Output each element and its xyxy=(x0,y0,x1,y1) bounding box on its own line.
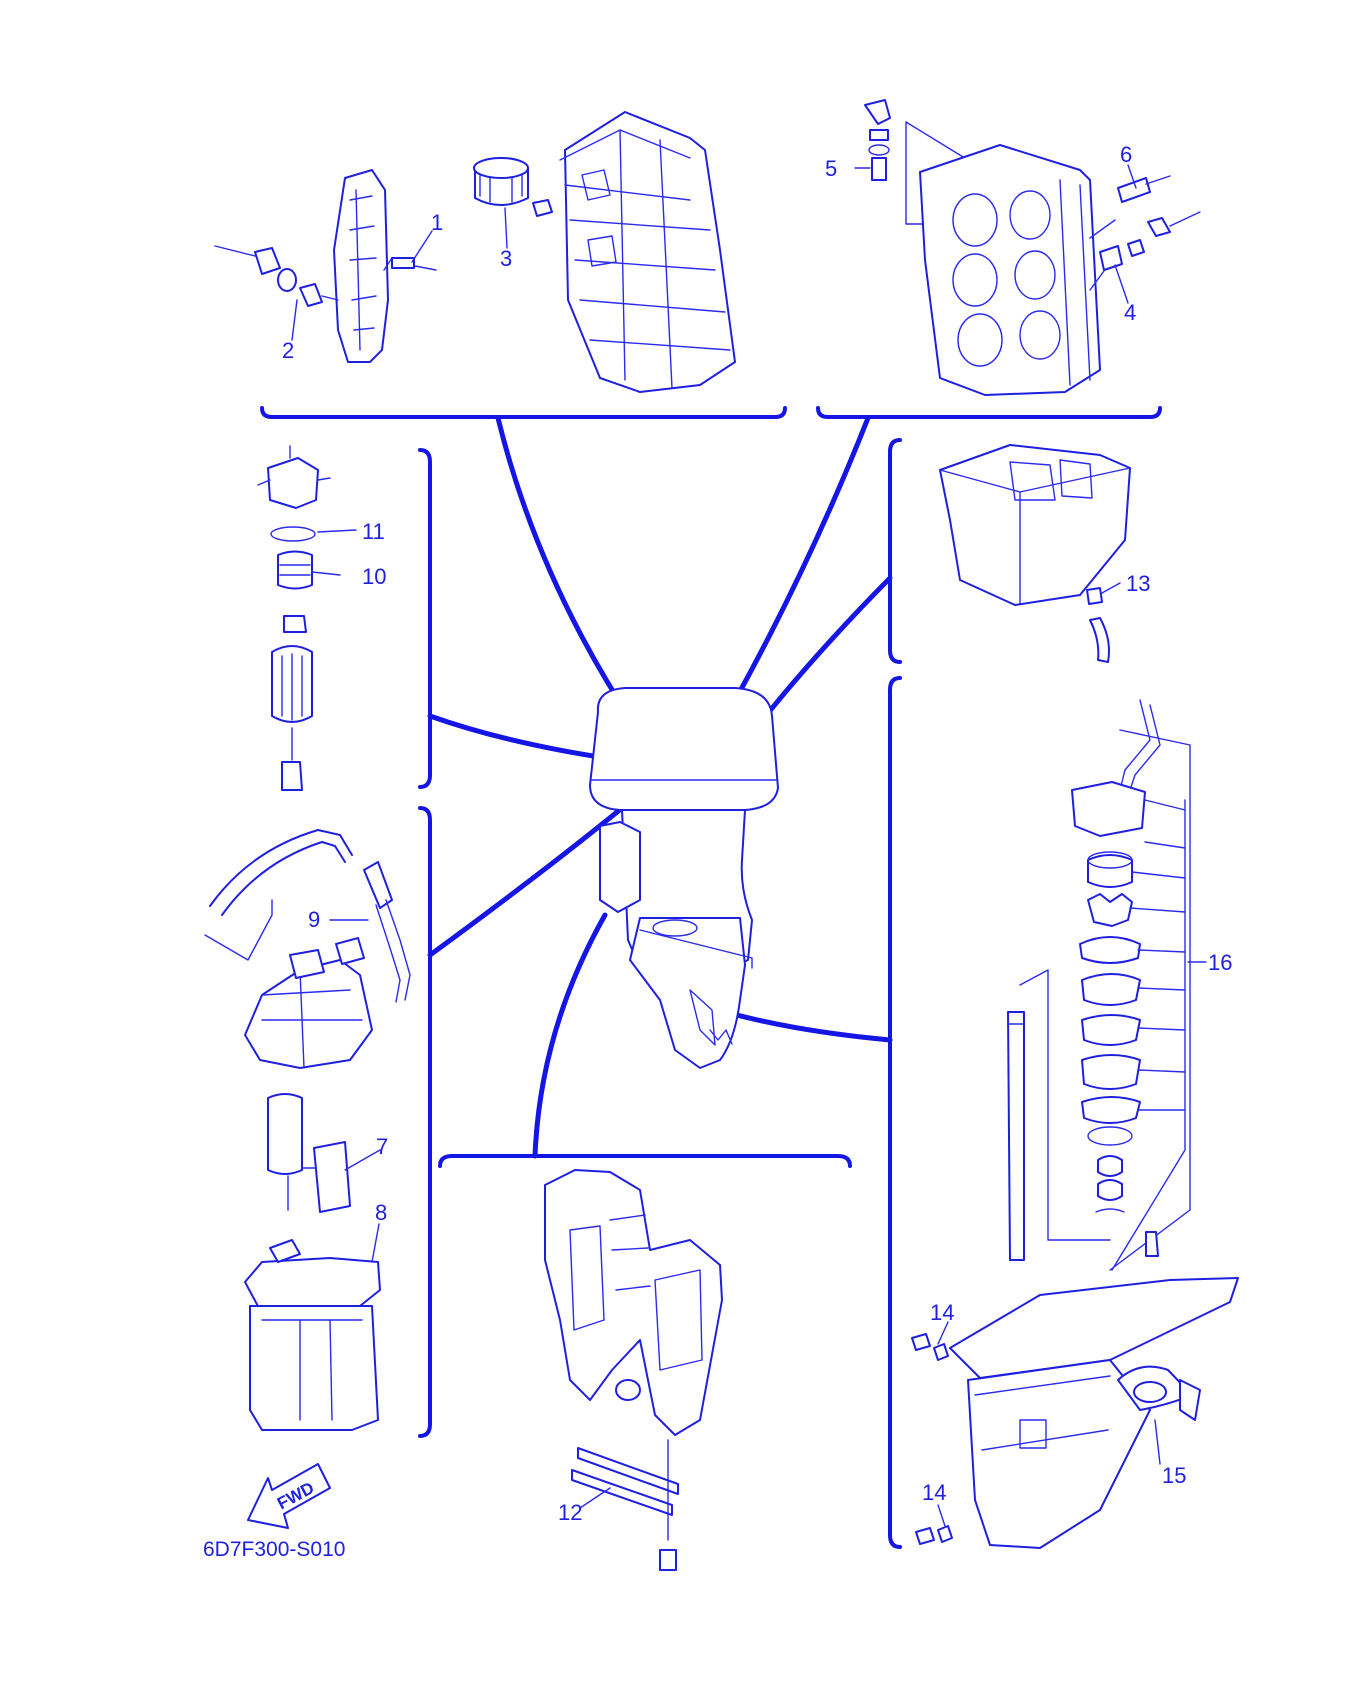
part-label-4: 4 xyxy=(1124,300,1136,325)
label-leaders xyxy=(291,164,1207,1527)
group-brackets xyxy=(260,406,1162,1549)
vapor-separator-group xyxy=(204,829,411,1431)
cylinder-head-group xyxy=(864,99,1201,396)
diagram-code: 6D7F300-S010 xyxy=(203,1538,345,1561)
part-number-labels: 1 2 3 4 5 6 7 8 9 10 11 12 13 14 14 15 1… xyxy=(282,142,1232,1525)
part-label-10: 10 xyxy=(362,564,386,589)
part-label-11: 11 xyxy=(362,519,385,544)
fuel-filter-group xyxy=(257,445,331,791)
part-label-14-lower: 14 xyxy=(922,1480,946,1505)
part-label-7: 7 xyxy=(376,1134,388,1159)
part-label-5: 5 xyxy=(825,156,837,181)
outboard-motor-overview xyxy=(589,687,779,1069)
water-pump-lower-unit-group xyxy=(911,699,1239,1549)
part-label-2: 2 xyxy=(282,338,294,363)
exhaust-cover-group xyxy=(214,169,437,363)
part-label-16: 16 xyxy=(1208,950,1232,975)
part-label-15: 15 xyxy=(1162,1463,1186,1488)
part-label-3: 3 xyxy=(500,246,512,271)
oil-pan-group xyxy=(939,444,1131,663)
part-label-14-upper: 14 xyxy=(930,1300,954,1325)
part-label-8: 8 xyxy=(375,1200,387,1225)
forward-arrow-icon: FWD xyxy=(247,1463,331,1529)
part-label-13: 13 xyxy=(1126,571,1150,596)
part-label-9: 9 xyxy=(308,907,320,932)
oil-filter-block-group xyxy=(473,111,736,393)
part-label-1: 1 xyxy=(431,210,443,235)
part-label-6: 6 xyxy=(1120,142,1132,167)
part-label-12: 12 xyxy=(558,1500,582,1525)
swivel-bracket-group xyxy=(544,1169,723,1571)
